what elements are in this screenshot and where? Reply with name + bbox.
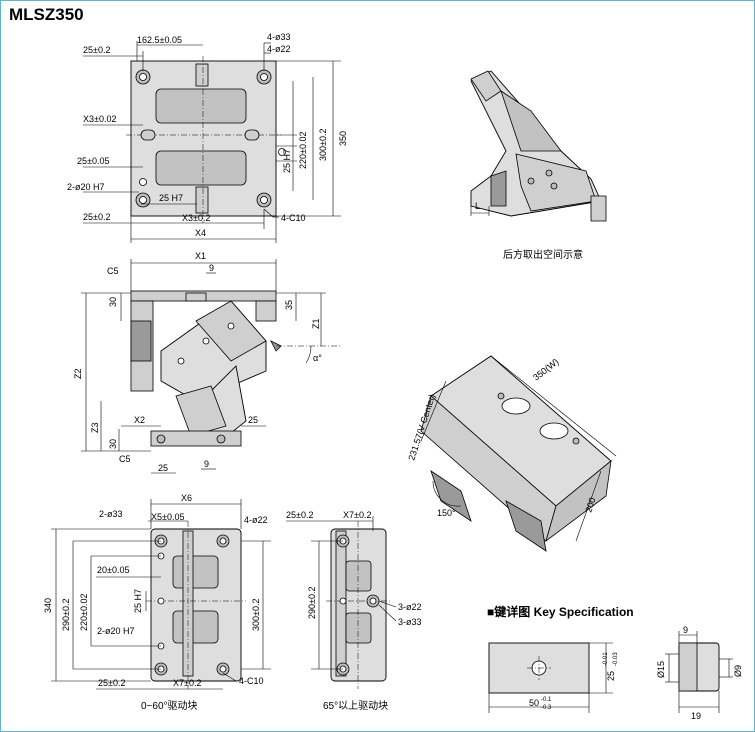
drive-a-body bbox=[150, 528, 242, 682]
dim-label: Z2 bbox=[73, 368, 83, 379]
dim-label: 4-C10 bbox=[281, 213, 306, 223]
top-view: 25±0.2 162.5±0.05 4-ø33 4-ø22 X3±0.02 25… bbox=[67, 32, 348, 243]
top-view-keyway-bottom bbox=[195, 186, 209, 214]
dim-label: 290±0.2 bbox=[307, 587, 317, 619]
dim-label: 25±0.05 bbox=[77, 156, 109, 166]
caption-drive-a: 0~60°驱动块 bbox=[141, 700, 198, 712]
dim-label: 4-ø33 bbox=[267, 32, 291, 42]
dim-label: 150° bbox=[437, 508, 456, 518]
dim-label: X1 bbox=[195, 251, 206, 261]
dim-label: C5 bbox=[107, 266, 119, 276]
caption-drive-b: 65°以上驱动块 bbox=[323, 700, 388, 712]
side-view: X1 9 C5 30 35 Z1 α° Z2 Z3 X2 30 C5 25 25… bbox=[73, 251, 341, 474]
key-spec-title: ■键详图 Key Specification bbox=[487, 604, 634, 619]
dim-label: Z3 bbox=[90, 422, 100, 433]
dim-label: 25±0.2 bbox=[98, 678, 125, 688]
dim-label: 25 H7 bbox=[282, 149, 292, 173]
dim-label: 25 H7 bbox=[133, 589, 143, 613]
dim-label: 25±0.2 bbox=[83, 45, 110, 55]
dim-label: X7±0.2 bbox=[343, 510, 371, 520]
dim-label: 25±0.2 bbox=[83, 212, 110, 222]
dim-label: X7±0.2 bbox=[173, 678, 201, 688]
dim-label: X3±0.2 bbox=[182, 213, 210, 223]
dim-label: 200 bbox=[583, 496, 597, 513]
iso-front-view: 350(W) 231.57(V Center) 150° 200 bbox=[406, 355, 617, 552]
dim-label: 9 bbox=[683, 625, 688, 635]
dim-label: 25 bbox=[606, 671, 616, 681]
dim-label: 19 bbox=[691, 711, 701, 721]
dim-label: 2-ø33 bbox=[99, 509, 123, 519]
dim-tolerance: -0.3 bbox=[541, 705, 552, 711]
model-title: MLSZ350 bbox=[9, 5, 84, 24]
dim-label: 162.5±0.05 bbox=[137, 35, 182, 45]
dim-label: 290±0.2 bbox=[61, 599, 71, 631]
dim-label: 25 bbox=[248, 415, 258, 425]
dim-label: 350(W) bbox=[531, 357, 560, 383]
dim-label: 9 bbox=[204, 459, 209, 469]
dim-label: 3-ø22 bbox=[398, 602, 422, 612]
dim-label: 25±0.2 bbox=[286, 510, 313, 520]
drive-block-0-60: X6 2-ø33 X5±0.05 4-ø22 20±0.05 25 H7 2-ø… bbox=[43, 493, 271, 712]
dim-label: 9 bbox=[209, 263, 214, 273]
dim-label: 50 bbox=[529, 698, 539, 708]
dim-label: Ø15 bbox=[656, 661, 666, 678]
dim-label: L bbox=[475, 201, 480, 211]
iso-rear-view: L 后方取出空间示意 bbox=[470, 70, 607, 261]
dim-label: 30 bbox=[108, 439, 118, 449]
caption-rear: 后方取出空间示意 bbox=[503, 248, 583, 261]
dim-label: X4 bbox=[195, 228, 206, 238]
dim-label: 25 H7 bbox=[159, 193, 183, 203]
key-specification: ■键详图 Key Specification 25 -0.01 -0.03 50… bbox=[487, 604, 743, 721]
dim-label: 220±0.02 bbox=[298, 132, 308, 169]
dim-label: X3±0.02 bbox=[83, 114, 116, 124]
dim-label: 4-ø22 bbox=[267, 44, 291, 54]
dim-label: α° bbox=[313, 353, 322, 363]
dim-label: 340 bbox=[43, 598, 53, 613]
key-front-view bbox=[488, 642, 590, 694]
dim-label: 3-ø33 bbox=[398, 617, 422, 627]
dim-label: 4-C10 bbox=[239, 676, 264, 686]
dim-tolerance: -0.01 bbox=[603, 652, 609, 666]
dim-label: 300±0.2 bbox=[251, 599, 261, 631]
dim-label: 220±0.02 bbox=[79, 594, 89, 631]
dim-label: X6 bbox=[181, 493, 192, 503]
dim-label: X2 bbox=[134, 415, 145, 425]
dim-label: 350 bbox=[338, 131, 348, 146]
dim-label: 300±0.2 bbox=[318, 129, 328, 161]
dim-label: 35 bbox=[284, 300, 294, 310]
dim-label: 2-ø20 H7 bbox=[67, 182, 105, 192]
dim-label: C5 bbox=[119, 454, 131, 464]
dim-label: 2-ø20 H7 bbox=[97, 626, 135, 636]
top-view-slot-lower bbox=[155, 150, 247, 186]
dim-tolerance: -0.1 bbox=[541, 697, 552, 703]
dim-label: 30 bbox=[108, 297, 118, 307]
dim-label: 4-ø22 bbox=[244, 515, 268, 525]
drive-block-65-plus: 25±0.2 X7±0.2 290±0.2 3-ø22 3-ø33 65°以上驱… bbox=[286, 510, 422, 712]
dim-label: 25 bbox=[158, 463, 168, 473]
dim-label: X5±0.05 bbox=[151, 512, 184, 522]
dim-label: 20±0.05 bbox=[97, 565, 129, 575]
top-view-slot-upper bbox=[155, 88, 247, 124]
dim-tolerance: -0.03 bbox=[613, 652, 619, 666]
dim-label: Z1 bbox=[311, 318, 321, 329]
top-view-keyway-top bbox=[195, 63, 209, 87]
dim-label: Ø9 bbox=[733, 665, 743, 677]
